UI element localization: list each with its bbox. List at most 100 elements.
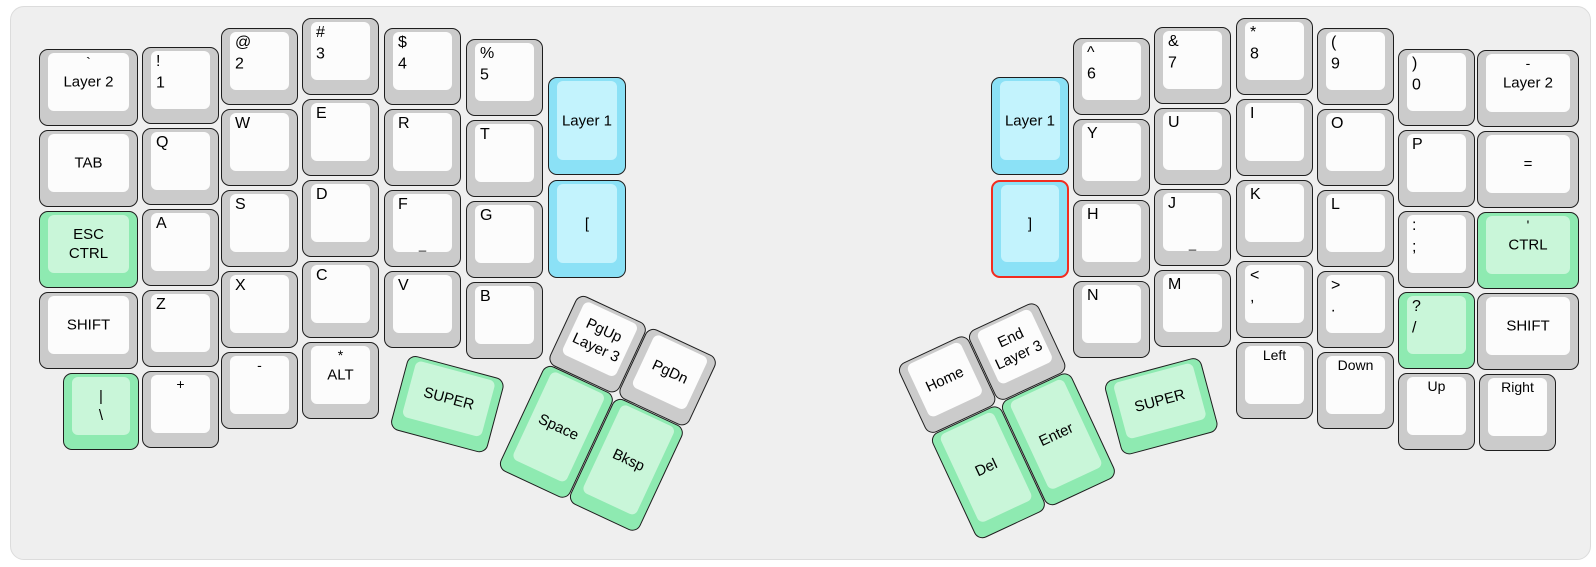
key-label-c: SUPER (421, 383, 476, 414)
key-u[interactable]: U (1154, 108, 1231, 185)
key-tab[interactable]: TAB (39, 130, 138, 207)
key-z[interactable]: Z (142, 290, 219, 367)
key-i[interactable]: I (1236, 99, 1313, 176)
key-arrow-left[interactable]: Left (1236, 342, 1313, 419)
key-p[interactable]: P (1398, 130, 1475, 207)
key-label-ml: ; (1412, 238, 1417, 256)
key-label-tl: O (1331, 115, 1344, 132)
keytop: H (1082, 204, 1141, 262)
key-d[interactable]: D (302, 180, 379, 257)
key-minus-left[interactable]: - (221, 352, 298, 429)
keytop: B (475, 286, 534, 344)
key-grave-layer2[interactable]: `Layer 2 (39, 49, 138, 126)
key-label-ml: 8 (1250, 45, 1259, 63)
key-rbracket[interactable]: ] (991, 180, 1069, 278)
key-b[interactable]: B (466, 282, 543, 359)
key-colon-semicolon[interactable]: :; (1398, 211, 1475, 288)
keytop: W (230, 113, 289, 171)
keytop: )0 (1407, 53, 1466, 111)
keytop: | \ (72, 377, 130, 435)
key-l[interactable]: L (1317, 190, 1394, 267)
key-arrow-right[interactable]: Right (1479, 374, 1556, 451)
keytop: :; (1407, 215, 1466, 273)
key-label-tl: R (398, 115, 410, 132)
key-greater-period[interactable]: >. (1317, 271, 1394, 348)
key-g[interactable]: G (466, 201, 543, 278)
key-dollar-4[interactable]: $4 (384, 28, 461, 105)
key-q[interactable]: Q (142, 128, 219, 205)
keytop: Layer 1 (557, 81, 617, 160)
key-label-tl: ? (1412, 298, 1421, 315)
key-label-tl: J (1168, 195, 1176, 212)
key-m[interactable]: M (1154, 270, 1231, 347)
key-x[interactable]: X (221, 271, 298, 348)
key-label-tl: E (316, 105, 327, 122)
key-label-bc: _ (418, 237, 427, 252)
key-pipe-backslash[interactable]: | \ (63, 373, 139, 450)
key-c[interactable]: C (302, 261, 379, 338)
key-e[interactable]: E (302, 99, 379, 176)
key-label-tl: F (398, 196, 408, 213)
key-label-c: Layer 2 (63, 73, 114, 91)
key-asterisk-8[interactable]: *8 (1236, 18, 1313, 95)
key-plus[interactable]: + (142, 371, 219, 448)
key-w[interactable]: W (221, 109, 298, 186)
key-lparen-9[interactable]: (9 (1317, 28, 1394, 105)
key-shift-left[interactable]: SHIFT (39, 292, 138, 369)
key-a[interactable]: A (142, 209, 219, 286)
key-s[interactable]: S (221, 190, 298, 267)
key-lbracket[interactable]: [ (548, 180, 626, 278)
key-arrow-up[interactable]: Up (1398, 373, 1475, 450)
keytop: <, (1245, 265, 1304, 323)
keytop: @2 (230, 32, 289, 90)
key-t[interactable]: T (466, 120, 543, 197)
keytop: Z (151, 294, 210, 352)
key-label-ml: 1 (156, 74, 165, 92)
key-shift-right[interactable]: SHIFT (1477, 293, 1579, 370)
key-at-2[interactable]: @2 (221, 28, 298, 105)
keytop: R (393, 113, 452, 171)
key-exclam-1[interactable]: !1 (142, 47, 219, 124)
key-y[interactable]: Y (1073, 119, 1150, 196)
key-n[interactable]: N (1073, 281, 1150, 358)
key-equals[interactable]: = (1477, 131, 1579, 208)
key-label-c: Layer 1 (561, 112, 613, 129)
key-caret-6[interactable]: ^6 (1073, 38, 1150, 115)
key-layer1-left[interactable]: Layer 1 (548, 77, 626, 175)
keytop: %5 (475, 43, 534, 101)
key-esc-ctrl[interactable]: ESC CTRL (39, 211, 138, 288)
key-label-c: PgUp Layer 3 (569, 314, 625, 367)
keytop: X (230, 275, 289, 333)
key-label-c: ] (1027, 215, 1033, 232)
key-label-ml: / (1412, 319, 1417, 337)
key-label-tc: ' (1526, 217, 1530, 233)
key-f[interactable]: F_ (384, 190, 461, 267)
key-label-tl: Z (156, 296, 166, 313)
key-arrow-down[interactable]: Down (1317, 352, 1394, 429)
key-r[interactable]: R (384, 109, 461, 186)
key-h[interactable]: H (1073, 200, 1150, 277)
key-layer1-right[interactable]: Layer 1 (991, 77, 1069, 175)
key-quote-ctrl[interactable]: 'CTRL (1477, 212, 1579, 289)
key-percent-5[interactable]: %5 (466, 39, 543, 116)
keytop: $4 (393, 32, 452, 90)
key-label-tl: : (1412, 217, 1417, 234)
key-k[interactable]: K (1236, 180, 1313, 257)
key-less-comma[interactable]: <, (1236, 261, 1313, 338)
key-label-tl: T (480, 126, 490, 143)
key-label-tl: Y (1087, 125, 1098, 142)
key-amp-7[interactable]: &7 (1154, 27, 1231, 104)
key-label-bc: _ (1188, 236, 1197, 251)
keytop: J_ (1163, 193, 1222, 251)
key-hash-3[interactable]: #3 (302, 18, 379, 95)
keytop: E (311, 103, 370, 161)
key-v[interactable]: V (384, 271, 461, 348)
key-minus-layer2[interactable]: -Layer 2 (1477, 50, 1579, 127)
key-label-tl: ^ (1087, 44, 1095, 61)
key-rparen-0[interactable]: )0 (1398, 49, 1475, 126)
key-label-tl: G (480, 207, 493, 224)
key-asterisk-alt[interactable]: *ALT (302, 342, 379, 419)
key-o[interactable]: O (1317, 109, 1394, 186)
key-j[interactable]: J_ (1154, 189, 1231, 266)
key-question-slash[interactable]: ?/ (1398, 292, 1475, 369)
